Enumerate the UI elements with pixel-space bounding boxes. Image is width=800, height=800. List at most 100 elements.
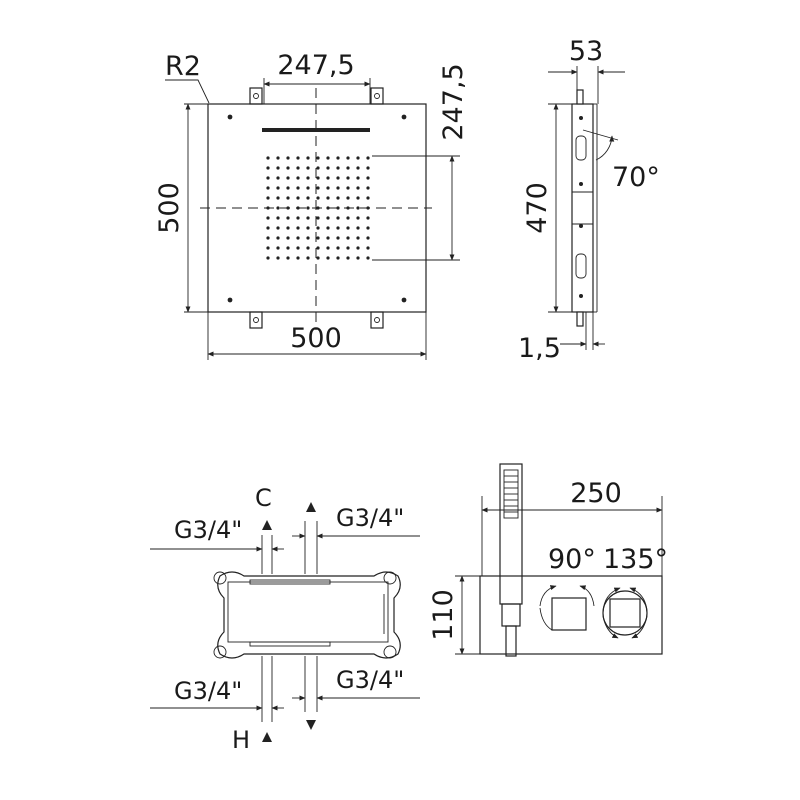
nozzle-dot [336, 226, 340, 230]
nozzle-dot [326, 236, 330, 240]
nozzle-dot [276, 156, 280, 160]
nozzle-dot [306, 256, 310, 260]
nozzle-dot [286, 226, 290, 230]
nozzle-dot [346, 176, 350, 180]
nozzle-dot [366, 166, 370, 170]
nozzle-dot [336, 186, 340, 190]
nozzle-dot [286, 206, 290, 210]
nozzle-dot [326, 176, 330, 180]
nozzle-dot [276, 206, 280, 210]
side-view: 53 70° 470 1,5 [518, 36, 660, 364]
nozzle-dot [296, 176, 300, 180]
nozzle-dot [366, 236, 370, 240]
nozzle-dot [356, 176, 360, 180]
nozzle-dot [296, 206, 300, 210]
nozzle-dot [306, 216, 310, 220]
waterfall-slot [262, 128, 370, 132]
nozzle-dot [266, 216, 270, 220]
nozzle-dot [316, 256, 320, 260]
nozzle-dot [346, 216, 350, 220]
nozzle-dot [266, 206, 270, 210]
nozzle-dot [316, 216, 320, 220]
top-right-thread-label: G3/4" [336, 504, 404, 532]
nozzle-dot [306, 226, 310, 230]
nozzle-dot [366, 156, 370, 160]
nozzle-dot [346, 186, 350, 190]
nozzle-dot [346, 256, 350, 260]
control-height-dimension: 110 [428, 589, 459, 641]
left-height-dimension: 500 [154, 182, 185, 234]
nozzle-dot [276, 176, 280, 180]
nozzle-dot [356, 236, 360, 240]
nozzle-dot [276, 166, 280, 170]
nozzle-dot [326, 226, 330, 230]
nozzle-dot [366, 176, 370, 180]
nozzle-dot [276, 196, 280, 200]
control-width-dimension: 250 [570, 478, 622, 509]
nozzle-dot [286, 156, 290, 160]
nozzle-dot [296, 256, 300, 260]
nozzle-dot [266, 176, 270, 180]
nozzle-dot [296, 216, 300, 220]
nozzle-grid [266, 156, 370, 260]
nozzle-dot [286, 196, 290, 200]
nozzle-dot [356, 166, 360, 170]
nozzle-dot [306, 196, 310, 200]
hand-shower [499, 463, 523, 657]
nozzle-dot [366, 246, 370, 250]
nozzle-dot [316, 246, 320, 250]
nozzle-dot [346, 196, 350, 200]
valve-frame [213, 571, 401, 659]
nozzle-dot [296, 236, 300, 240]
nozzle-dot [286, 176, 290, 180]
nozzle-dot [356, 216, 360, 220]
nozzle-dot [326, 166, 330, 170]
nozzle-dot [266, 186, 270, 190]
nozzle-dot [266, 166, 270, 170]
side-profile [571, 103, 594, 313]
nozzle-dot [266, 246, 270, 250]
nozzle-dot [326, 216, 330, 220]
connection-view: C G3/4" G3/4" H G3/4" G3/4" [150, 484, 420, 754]
nozzle-dot [346, 156, 350, 160]
nozzle-dot [266, 236, 270, 240]
nozzle-dot [286, 166, 290, 170]
nozzle-dot [326, 156, 330, 160]
nozzle-dot [356, 156, 360, 160]
nozzle-dot [366, 206, 370, 210]
control-view: 250 110 [428, 463, 668, 657]
angle-dimension: 70° [612, 162, 660, 193]
mounting-tab [249, 311, 263, 329]
nozzle-dot [266, 156, 270, 160]
nozzle-dot [316, 206, 320, 210]
nozzle-dot [336, 236, 340, 240]
nozzle-dot [326, 196, 330, 200]
top-left-thread-label: G3/4" [174, 516, 242, 544]
nozzle-dot [356, 186, 360, 190]
nozzle-dot [326, 206, 330, 210]
nozzle-dot [336, 156, 340, 160]
nozzle-dot [356, 246, 360, 250]
nozzle-dot [336, 246, 340, 250]
nozzle-dot [266, 196, 270, 200]
right-height-dimension: 247,5 [438, 63, 469, 140]
nozzle-dot [306, 186, 310, 190]
nozzle-dot [286, 236, 290, 240]
nozzle-dot [336, 206, 340, 210]
front-view: R2 500 247,5 247,5 500 [154, 50, 469, 360]
nozzle-dot [336, 216, 340, 220]
right-control-knob [602, 587, 648, 639]
nozzle-dot [346, 206, 350, 210]
nozzle-dot [356, 256, 360, 260]
nozzle-dot [326, 256, 330, 260]
bottom-right-thread-label: G3/4" [336, 666, 404, 694]
nozzle-dot [356, 206, 360, 210]
cold-label: C [255, 484, 272, 512]
nozzle-dot [326, 186, 330, 190]
nozzle-dot [316, 236, 320, 240]
nozzle-dot [296, 186, 300, 190]
bottom-width-dimension: 500 [290, 323, 342, 354]
nozzle-dot [316, 156, 320, 160]
nozzle-dot [296, 226, 300, 230]
